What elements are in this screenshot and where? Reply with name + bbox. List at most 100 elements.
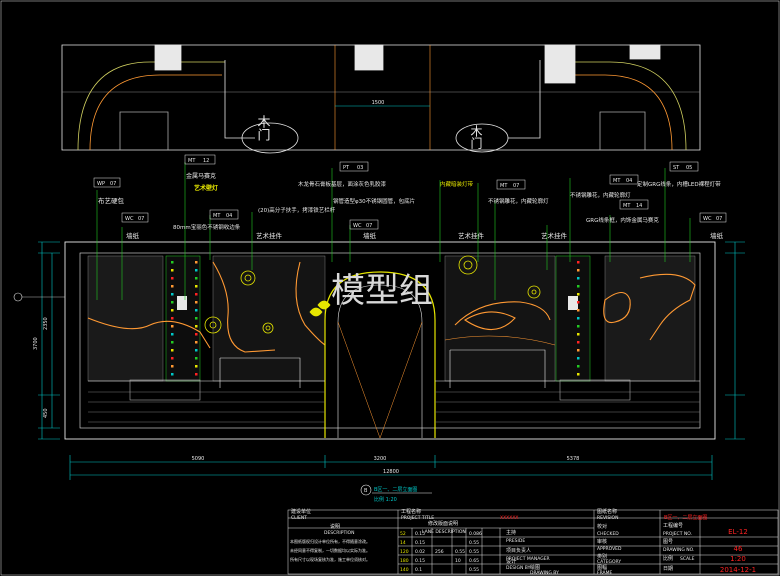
elevation-inner-frame xyxy=(79,252,701,429)
mosaic-tile xyxy=(171,309,174,312)
rev-cell: 0.02 xyxy=(415,549,425,555)
mosaic-tile xyxy=(195,293,198,296)
decor-curves xyxy=(87,261,696,353)
mosaic-tile xyxy=(577,325,580,328)
svg-text:DESCRIPTION: DESCRIPTION xyxy=(324,530,354,536)
rev-cell: 0.15 xyxy=(415,540,425,546)
rev-cell: 0.15 xyxy=(415,558,425,564)
dim-bottom-0: 5090 xyxy=(192,456,205,462)
mosaic-tile xyxy=(171,269,174,272)
svg-text:PROJECT NO.: PROJECT NO. xyxy=(663,531,692,537)
svg-text:主持: 主持 xyxy=(506,529,516,536)
mosaic-tile xyxy=(171,301,174,304)
svg-text:项目负责人: 项目负责人 xyxy=(506,547,531,554)
svg-text:12: 12 xyxy=(203,158,209,164)
svg-text:EL-12: EL-12 xyxy=(728,528,748,536)
tag-handrail: (20)高分子扶手，拷漆铁艺栏杆 xyxy=(258,206,336,214)
bottom-dimensions xyxy=(69,455,713,480)
dim-left-2: 450 xyxy=(43,408,49,418)
svg-text:07: 07 xyxy=(366,223,372,229)
drawing-caption: B B区一、二层立面图 比例 1:20 xyxy=(360,484,432,503)
right-dimensions xyxy=(725,241,745,440)
mosaic-tile xyxy=(171,285,174,288)
flower-ornaments xyxy=(204,255,541,334)
svg-text:1:20: 1:20 xyxy=(730,555,746,563)
mosaic-tile xyxy=(171,293,174,296)
svg-text:WC: WC xyxy=(703,216,712,222)
rev-cell: 0.55 xyxy=(469,567,479,573)
svg-text:建设单位: 建设单位 xyxy=(291,508,311,515)
plan-label-left: 木门 xyxy=(255,115,271,141)
mosaic-tile xyxy=(577,357,580,360)
rev-cell: 120 xyxy=(400,549,409,555)
tag-st-05: ST 05 定制GRG线条，内槽LED裸程灯带 xyxy=(637,161,721,188)
svg-text:CATEGORY: CATEGORY xyxy=(597,559,621,565)
svg-text:MT: MT xyxy=(213,213,221,219)
svg-text:CLIENT: CLIENT xyxy=(291,515,307,521)
svg-text:14: 14 xyxy=(636,203,642,209)
svg-text:所有尺寸以现场复核为准，施工单位须核对。: 所有尺寸以现场复核为准，施工单位须核对。 xyxy=(290,556,370,562)
mosaic-tile xyxy=(577,333,580,336)
mosaic-tile xyxy=(195,277,198,280)
mosaic-tile xyxy=(577,309,580,312)
plan-view xyxy=(61,44,701,154)
mosaic-tile xyxy=(577,261,580,264)
rev-cell: 140 xyxy=(400,567,409,573)
svg-text:PROJECT TITLE: PROJECT TITLE xyxy=(401,515,434,521)
svg-text:APPROVED: APPROVED xyxy=(597,546,622,552)
svg-text:GRG线条框，内饰金属马赛克: GRG线条框，内饰金属马赛克 xyxy=(586,216,659,224)
tag-mt-12: MT 12 金属马赛克 艺术壁灯 xyxy=(184,154,218,192)
svg-text:B: B xyxy=(364,488,368,494)
mosaic-tile xyxy=(195,261,198,264)
svg-text:审核: 审核 xyxy=(597,538,607,545)
svg-text:MT: MT xyxy=(500,183,508,189)
mosaic-tile xyxy=(577,373,580,376)
title-block-right: 主持 PRESIDE 项目负责人 PROJECT MANAGER 设计 DESI… xyxy=(506,508,756,576)
handrails-and-stairs xyxy=(88,349,700,423)
svg-text:XXXXXX: XXXXXX xyxy=(500,515,519,521)
tag-wc-07-mid: WC 07 墙纸 xyxy=(349,219,379,240)
caption-scale: 比例 1:20 xyxy=(374,496,397,503)
svg-text:05: 05 xyxy=(686,165,692,171)
svg-text:木龙骨石膏板基层，面涂灰色乳胶漆: 木龙骨石膏板基层，面涂灰色乳胶漆 xyxy=(298,180,387,188)
mosaic-tile xyxy=(171,357,174,360)
svg-text:REVISION: REVISION xyxy=(597,515,618,521)
mosaic-tile xyxy=(577,293,580,296)
dim-left-0: 2350 xyxy=(43,317,49,330)
svg-text:ST: ST xyxy=(673,165,680,171)
mosaic-dots xyxy=(171,261,580,376)
svg-text:修改版面说明: 修改版面说明 xyxy=(428,520,458,527)
left-dimensions xyxy=(13,241,65,440)
rev-cell: 0.15 xyxy=(415,531,425,537)
dim-bottom-1: 3200 xyxy=(374,456,387,462)
mosaic-tile xyxy=(577,365,580,368)
mosaic-tile xyxy=(171,349,174,352)
rev-cell: 0.086 xyxy=(469,531,482,537)
svg-text:PT: PT xyxy=(343,165,350,171)
tag-art-mid: 艺术挂件 xyxy=(458,231,485,240)
svg-text:07: 07 xyxy=(716,216,722,222)
mosaic-tile xyxy=(195,285,198,288)
svg-text:B区一、二层立面图: B区一、二层立面图 xyxy=(664,514,707,521)
svg-text:墙纸: 墙纸 xyxy=(363,231,377,240)
svg-text:80mm宝丽色不锈钢收边条: 80mm宝丽色不锈钢收边条 xyxy=(173,223,241,231)
mosaic-tile xyxy=(171,341,174,344)
title-block-text: 建设单位 CLIENT 说明 DESCRIPTION 本图纸版权归设计单位所有，… xyxy=(290,508,519,562)
mosaic-tile xyxy=(195,365,198,368)
rev-cell: 180 xyxy=(400,558,409,564)
mosaic-tile xyxy=(195,341,198,344)
svg-text:PRESIDE: PRESIDE xyxy=(506,538,525,544)
mosaic-tile xyxy=(195,301,198,304)
svg-text:绘图: 绘图 xyxy=(530,564,540,571)
svg-text:钢管造型φ30不锈钢圆管，包底片: 钢管造型φ30不锈钢圆管，包底片 xyxy=(333,197,415,205)
plan-label-right: 木门 xyxy=(469,125,483,149)
svg-text:04: 04 xyxy=(226,213,232,219)
material-tags: WP 07 布艺硬包 WC 07 墙纸 MT 12 金属马赛克 艺术壁灯 MT … xyxy=(93,154,727,240)
svg-text:图号: 图号 xyxy=(663,539,673,545)
mosaic-tile xyxy=(577,349,580,352)
rev-cell: 0.1 xyxy=(415,567,422,573)
svg-text:金属马赛克: 金属马赛克 xyxy=(186,172,216,180)
